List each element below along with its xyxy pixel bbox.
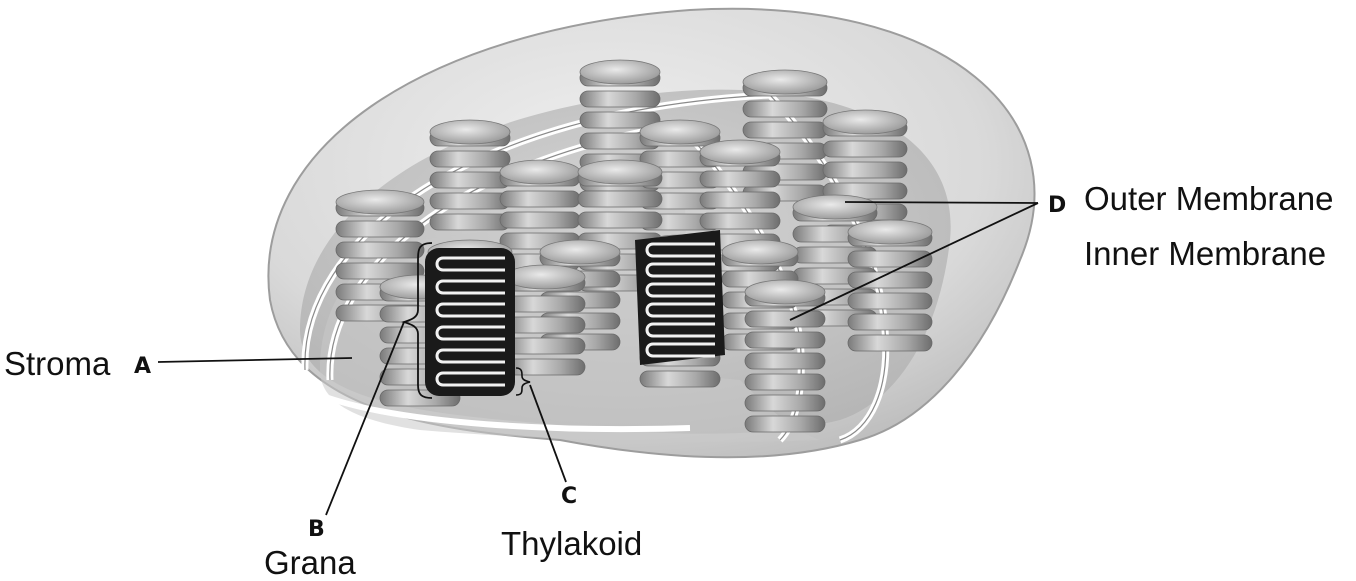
stroma-letter: A	[134, 354, 151, 379]
thylakoid-letter: C	[561, 484, 577, 509]
granum-cross-section-right	[635, 230, 725, 365]
stroma-label: Stroma	[4, 345, 111, 382]
membrane-letter: D	[1048, 193, 1066, 218]
outer-membrane-leader	[845, 202, 1038, 203]
granum-stack	[745, 280, 825, 432]
granum-cross-section-left	[425, 248, 515, 396]
grana-label: Grana	[264, 544, 356, 581]
outer-membrane-label: Outer Membrane	[1084, 180, 1333, 217]
thylakoid-label: Thylakoid	[501, 525, 642, 562]
inner-membrane-label: Inner Membrane	[1084, 235, 1326, 272]
grana-letter: B	[308, 517, 325, 542]
